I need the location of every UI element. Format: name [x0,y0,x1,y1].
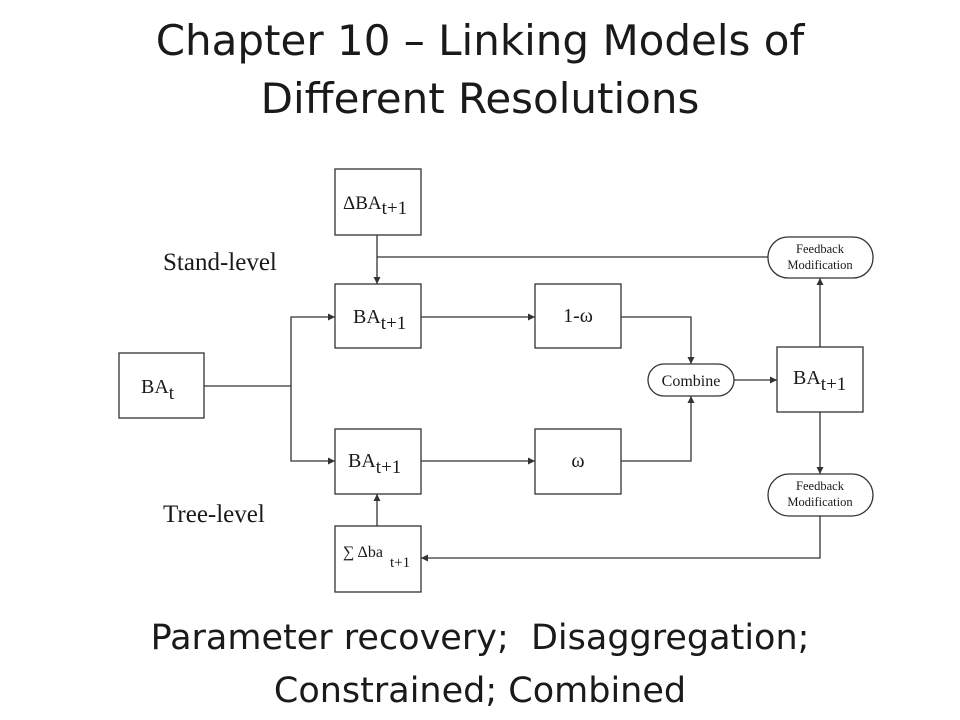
svg-text:BAt+1: BAt+1 [353,306,406,334]
output-node-sub: t+1 [821,374,847,395]
tree-level-label: Tree-level [163,501,265,528]
tree-sum-node: ∑ Δba t+1 [334,525,422,593]
tree-prediction-node: BAt+1 [334,428,422,495]
feedback-bottom-line-1: Feedback [796,479,845,493]
connector-input-to-tree [290,386,335,465]
input-node-base: BA [141,376,169,398]
slide-caption-line-2: Constrained; Combined [273,671,687,711]
slide-caption-line-1: Parameter recovery; Disaggregation; [150,618,810,658]
stand-prediction-node: BAt+1 [334,283,422,349]
svg-text:ΔBAt+1: ΔBAt+1 [343,193,407,219]
slide-title: Chapter 10 – Linking Models of Different… [0,12,960,128]
feedback-bottom-node: Feedback Modification [767,473,874,517]
tree-weight-label: ω [571,450,584,472]
input-node-sub: t [169,383,175,404]
tree-prediction-node-sub: t+1 [376,457,402,478]
tree-prediction-node-base: BA [348,450,376,472]
svg-text:BAt+1: BAt+1 [348,450,401,478]
svg-text:BAt+1: BAt+1 [793,367,846,395]
delta-stand-node-sub: t+1 [382,198,408,219]
connector-weight-tree-to-combine [621,396,695,462]
slide-title-line-2: Different Resolutions [260,74,700,123]
output-node-base: BA [793,367,821,389]
feedback-top-node: Feedback Modification [767,236,874,279]
svg-text:∑ Δbat+1: ∑ Δba t+1 [343,544,410,571]
combine-label: Combine [662,373,721,390]
stand-weight-node: 1-ω [534,283,622,349]
diagram-connectors [204,235,824,562]
feedback-top-line-1: Feedback [796,242,845,256]
connector-input-to-stand [290,313,335,386]
slide-caption: Parameter recovery; Disaggregation; Cons… [0,612,960,718]
delta-stand-node-base: ΔBA [343,193,382,214]
feedback-bottom-line-2: Modification [787,495,853,509]
input-node: BAt [118,352,205,419]
tree-sum-node-sub: t+1 [390,555,410,571]
connector-weight-stand-to-combine [621,316,695,364]
stand-prediction-node-sub: t+1 [381,313,407,334]
stand-weight-label: 1-ω [563,305,593,327]
slide-title-line-1: Chapter 10 – Linking Models of [155,16,805,65]
combine-node: Combine [647,363,735,397]
feedback-top-line-2: Modification [787,258,853,272]
stand-prediction-node-base: BA [353,306,381,328]
stand-level-label: Stand-level [163,249,277,276]
tree-weight-node: ω [534,428,622,495]
connector-feedback-bottom-return [421,516,821,562]
svg-text:BAt: BAt [141,376,175,404]
delta-stand-node: ΔBAt+1 [334,168,422,236]
output-node: BAt+1 [776,346,864,413]
tree-sum-node-base: ∑ Δba [343,544,383,561]
